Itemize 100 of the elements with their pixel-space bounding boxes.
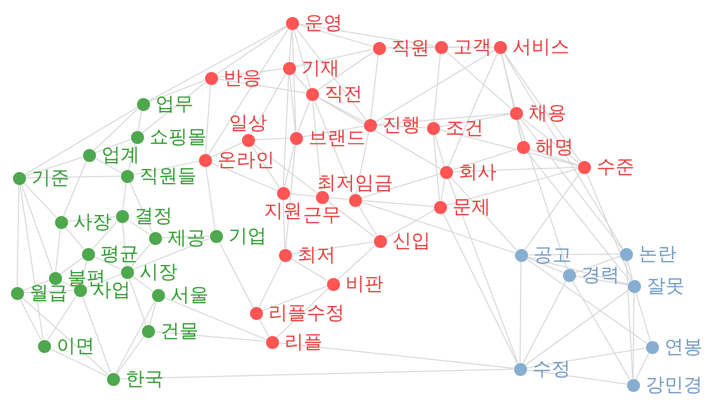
word-node: 결정 — [116, 204, 172, 228]
word-node: 리플 — [266, 330, 322, 354]
word-node: 채용 — [510, 101, 566, 125]
edge-line — [360, 173, 440, 199]
edge-line — [251, 144, 280, 188]
edge-line — [94, 158, 122, 174]
edge-line — [208, 28, 290, 156]
edge-line — [337, 244, 376, 280]
edge-line — [526, 369, 628, 385]
edge-line — [282, 74, 290, 187]
edge-line — [626, 260, 634, 379]
word-node: 수준 — [578, 155, 634, 179]
edge-line — [116, 300, 156, 374]
edge-line — [19, 298, 42, 341]
edge-line — [122, 222, 127, 266]
edge-line — [370, 54, 379, 120]
edge-line — [442, 212, 518, 364]
edge-line — [22, 280, 50, 292]
word-node: 반응 — [204, 66, 262, 90]
edge-line — [635, 352, 650, 380]
word-node: 문제 — [434, 195, 490, 219]
edge-line — [290, 258, 328, 282]
edge-line — [501, 52, 515, 108]
edge-line — [520, 118, 622, 250]
edge-line — [440, 178, 446, 202]
edge-line — [445, 50, 512, 110]
edge-line — [276, 288, 329, 338]
edge-line — [210, 142, 243, 158]
edge-line — [627, 260, 633, 280]
edge-line — [360, 202, 516, 254]
edge-line — [25, 176, 121, 178]
edge-line — [448, 178, 518, 364]
edge-line — [210, 162, 278, 191]
edge-line — [132, 160, 200, 176]
edge-line — [60, 257, 84, 275]
edge-line — [122, 182, 127, 210]
edge-line — [93, 256, 122, 270]
edge-line — [216, 68, 284, 78]
edge-line — [522, 280, 566, 364]
edge-line — [500, 52, 522, 142]
edge-line — [312, 100, 322, 192]
edge-line — [295, 28, 367, 120]
edge-line — [526, 257, 564, 273]
word-node: 서비스 — [494, 35, 570, 59]
edge-line — [164, 296, 266, 340]
edge-line — [138, 110, 142, 132]
edge-line — [250, 73, 286, 135]
edge-line — [433, 52, 441, 122]
word-node: 직원들 — [120, 164, 196, 188]
word-node: 수정 — [514, 357, 570, 381]
word-node: 한국 — [106, 367, 164, 391]
word-node: 기업 — [210, 224, 266, 248]
edge-line — [518, 118, 568, 270]
word-node: 직전 — [306, 82, 362, 106]
word-node: 조건 — [426, 116, 484, 140]
edge-line — [258, 260, 283, 308]
edge-line — [284, 144, 295, 188]
edge-line — [298, 24, 374, 47]
word-node: 서울 — [152, 283, 208, 307]
edge-line — [375, 50, 495, 122]
edge-line — [298, 100, 310, 132]
edge-line — [116, 336, 145, 374]
word-node: 회사 — [440, 160, 496, 184]
edge-line — [130, 242, 152, 268]
edge-line — [516, 118, 522, 142]
edge-line — [328, 197, 350, 200]
edge-line — [376, 113, 510, 125]
edge-line — [572, 280, 630, 380]
edge-line — [126, 219, 150, 235]
edge-line — [55, 228, 61, 272]
edge-line — [23, 182, 57, 218]
edge-line — [290, 241, 374, 255]
edge-line — [288, 193, 316, 197]
edge-line — [252, 143, 318, 194]
word-node: 사장 — [54, 210, 112, 234]
edge-line — [94, 138, 132, 154]
edge-line — [204, 84, 212, 154]
word-node: 진행 — [364, 113, 420, 137]
edge-line — [93, 108, 139, 152]
edge-line — [632, 292, 634, 379]
edge-line — [526, 152, 630, 282]
edge-line — [63, 160, 87, 216]
edge-line — [21, 296, 109, 376]
edge-line — [294, 48, 374, 68]
edge-line — [452, 148, 518, 170]
edge-line — [292, 72, 308, 90]
edge-line — [502, 52, 624, 249]
edge-line — [288, 28, 292, 62]
edge-line — [86, 274, 122, 288]
edge-line — [24, 156, 84, 176]
edge-line — [376, 124, 427, 128]
edge-line — [586, 172, 632, 280]
word-node: 평균 — [82, 242, 138, 266]
edge-line — [49, 348, 108, 377]
edge-line — [434, 134, 445, 166]
edge-line — [285, 144, 296, 250]
word-node: 잘못 — [628, 274, 684, 298]
word-node: 강민경 — [626, 373, 702, 397]
edge-line — [47, 294, 77, 342]
word-node: 업계 — [82, 143, 140, 167]
